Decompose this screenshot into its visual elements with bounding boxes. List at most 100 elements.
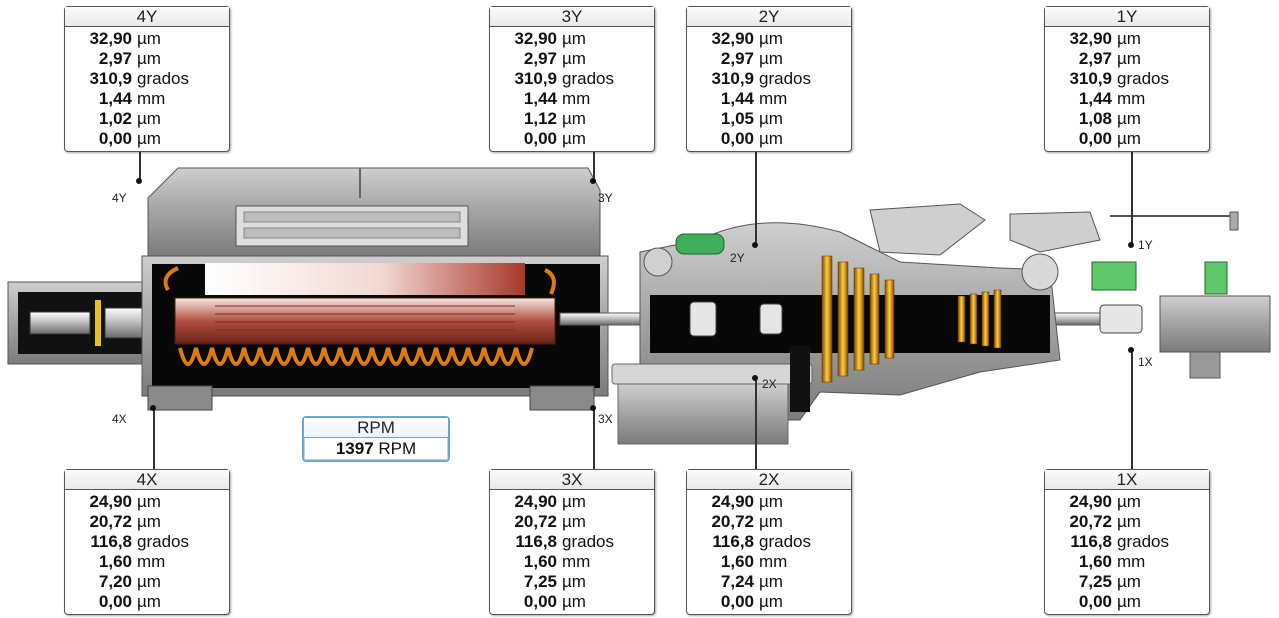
probe-1y-marker: [1128, 242, 1134, 248]
reading-unit: µm: [759, 572, 783, 591]
panel-title: 4Y: [65, 7, 229, 27]
reading-value: 0,00: [1078, 129, 1112, 148]
reading-row: 116,8 grados: [1045, 532, 1209, 552]
reading-unit: µm: [759, 592, 783, 611]
reading-value: 2,97: [720, 49, 754, 68]
reading-value: 1,60: [720, 552, 754, 571]
reading-row: 1,60 mm: [1045, 552, 1209, 572]
reading-row: 7,24 µm: [687, 572, 851, 592]
reading-value: 1,44: [720, 89, 754, 108]
reading-value: 0,00: [98, 129, 132, 148]
leader-3y: [593, 152, 595, 180]
reading-value: 1,02: [98, 109, 132, 128]
reading-unit: grados: [759, 69, 811, 88]
probe-label-3x: 3X: [598, 412, 613, 426]
reading-unit: µm: [137, 49, 161, 68]
reading-unit: mm: [759, 552, 788, 571]
probe-label-4y: 4Y: [112, 191, 127, 205]
reading-unit: µm: [562, 49, 586, 68]
panel-title: 1X: [1045, 470, 1209, 490]
reading-value: 32,90: [89, 29, 132, 48]
reading-unit: mm: [137, 89, 166, 108]
reading-value: 32,90: [711, 29, 754, 48]
generator: [141, 167, 609, 411]
rpm-readout: 1397 RPM: [304, 438, 448, 460]
reading-unit: µm: [759, 492, 783, 511]
reading-value: 32,90: [1069, 29, 1112, 48]
reading-unit: µm: [562, 109, 586, 128]
reading-unit: grados: [562, 69, 614, 88]
reading-unit: mm: [137, 552, 166, 571]
reading-value: 7,24: [720, 572, 754, 591]
probe-label-4x: 4X: [112, 412, 127, 426]
leader-4x: [153, 408, 155, 470]
panel-title: 1Y: [1045, 7, 1209, 27]
reading-value: 116,8: [1070, 532, 1112, 551]
reading-value: 24,90: [711, 492, 754, 511]
reading-row: 1,60 mm: [687, 552, 851, 572]
reading-unit: µm: [137, 29, 161, 48]
panel-title: 3X: [490, 470, 654, 490]
reading-unit: grados: [137, 69, 189, 88]
reading-value: 116,8: [515, 532, 557, 551]
probe-label-1y: 1Y: [1138, 238, 1153, 252]
panel-title: 2Y: [687, 7, 851, 27]
reading-unit: mm: [759, 89, 788, 108]
reading-value: 20,72: [514, 512, 557, 531]
reading-value: 0,00: [523, 592, 557, 611]
reading-unit: grados: [1117, 532, 1169, 551]
panel-title: 4X: [65, 470, 229, 490]
reading-unit: mm: [1117, 552, 1146, 571]
reading-value: 116,8: [90, 532, 132, 551]
rpm-display[interactable]: RPM 1397 RPM: [302, 416, 450, 462]
reading-unit: µm: [759, 129, 783, 148]
reading-value: 1,08: [1078, 109, 1112, 128]
reading-unit: µm: [137, 492, 161, 511]
reading-value: 0,00: [523, 129, 557, 148]
reading-value: 1,60: [1078, 552, 1112, 571]
reading-value: 1,44: [523, 89, 557, 108]
panel-title: 3Y: [490, 7, 654, 27]
leader-2x: [755, 378, 757, 470]
reading-value: 1,60: [98, 552, 132, 571]
reading-value: 0,00: [720, 592, 754, 611]
reading-unit: µm: [759, 29, 783, 48]
reading-value: 0,00: [1078, 592, 1112, 611]
probe-label-1x: 1X: [1138, 355, 1153, 369]
reading-unit: µm: [137, 129, 161, 148]
reading-unit: µm: [562, 572, 586, 591]
reading-value: 1,44: [1078, 89, 1112, 108]
probe-label-2y: 2Y: [730, 251, 745, 265]
probe-2x-marker: [752, 375, 758, 381]
reading-unit: µm: [759, 512, 783, 531]
reading-value: 20,72: [711, 512, 754, 531]
